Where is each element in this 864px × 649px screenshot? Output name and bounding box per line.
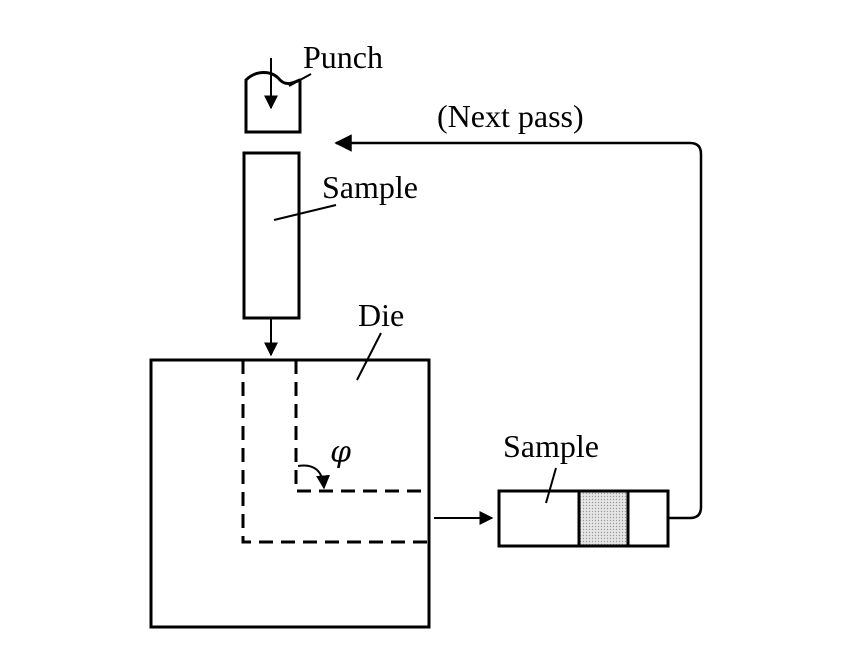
punch: Punch	[244, 39, 383, 134]
sample-out-shaded-section	[577, 489, 630, 548]
sample-top-label: Sample	[322, 169, 418, 205]
sample-out: Sample	[497, 428, 670, 548]
next-pass-loop: (Next pass)	[334, 98, 703, 520]
die-body	[149, 358, 431, 629]
angle-phi-label: φ	[330, 435, 351, 470]
die-label: Die	[358, 297, 404, 333]
sample-top: Sample	[242, 151, 418, 357]
sample-out-leader-line	[545, 467, 557, 504]
sample-top-body	[242, 151, 301, 320]
next-pass-label: (Next pass)	[437, 98, 584, 134]
sample-out-label: Sample	[503, 428, 599, 464]
channel-angle: φ	[297, 435, 351, 490]
die: Die	[149, 297, 431, 629]
next-pass-return-line	[334, 134, 703, 520]
die-channel-inner	[294, 360, 429, 493]
sample-top-leader-line	[273, 204, 337, 221]
die-leader-line	[356, 332, 382, 381]
punch-body	[244, 71, 302, 134]
punch-leader-line	[288, 73, 312, 87]
punch-label: Punch	[303, 39, 383, 75]
angle-arc-arrow	[297, 464, 331, 490]
die-channel-outer	[241, 360, 429, 544]
